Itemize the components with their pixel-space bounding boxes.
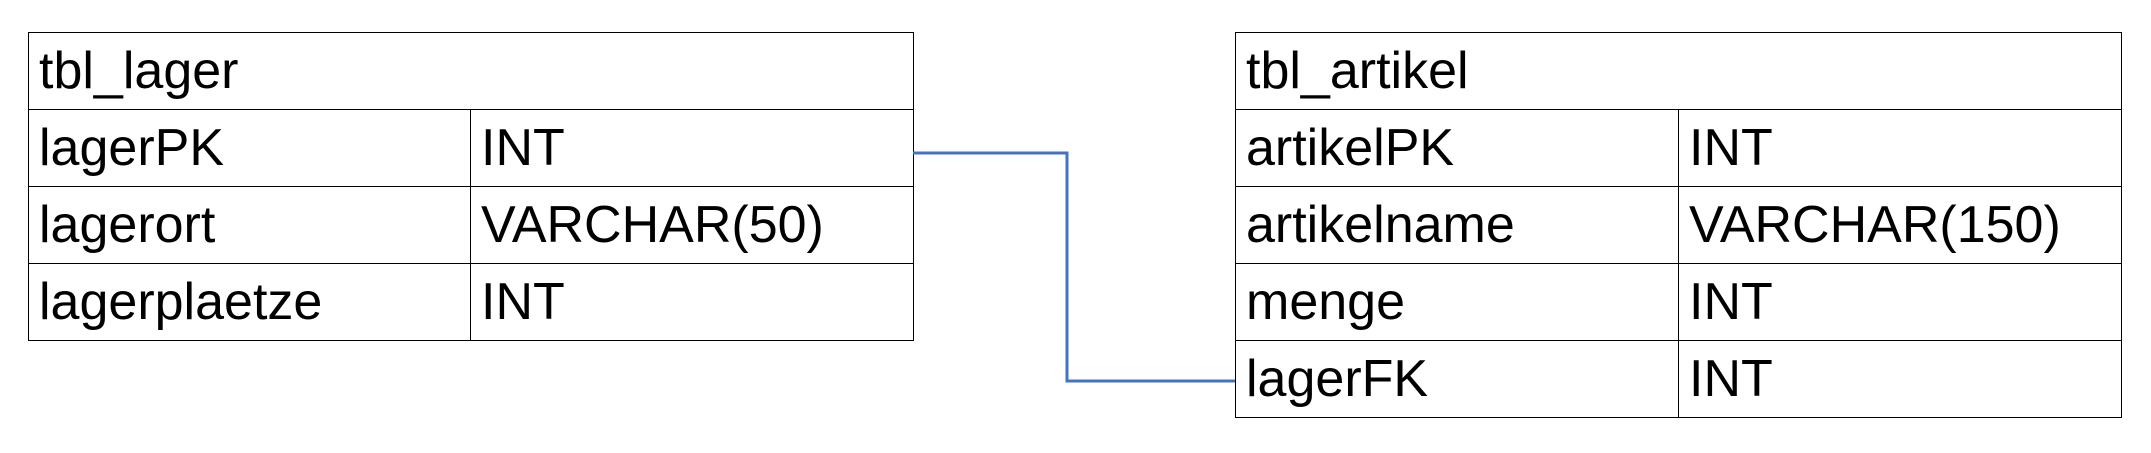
field-type: INT — [1678, 340, 2122, 418]
field-name: artikelPK — [1235, 109, 1679, 187]
field-type: INT — [1678, 109, 2122, 187]
entity-tbl-lager: tbl_lager lagerPK INT lagerort VARCHAR(5… — [28, 32, 914, 341]
field-type: INT — [1678, 263, 2122, 341]
entity-header-row: tbl_lager — [28, 32, 914, 110]
field-row-lagerplaetze: lagerplaetze INT — [28, 263, 914, 341]
field-name: lagerort — [28, 186, 471, 264]
field-type: VARCHAR(50) — [470, 186, 914, 264]
field-type: INT — [470, 109, 914, 187]
field-row-menge: menge INT — [1235, 263, 2122, 341]
field-row-artikelname: artikelname VARCHAR(150) — [1235, 186, 2122, 264]
entity-title: tbl_artikel — [1235, 32, 2122, 110]
field-row-lagerfk: lagerFK INT — [1235, 340, 2122, 418]
field-type: INT — [470, 263, 914, 341]
entity-title: tbl_lager — [28, 32, 914, 110]
entity-header-row: tbl_artikel — [1235, 32, 2122, 110]
field-name: lagerplaetze — [28, 263, 471, 341]
field-name: lagerFK — [1235, 340, 1679, 418]
field-name: lagerPK — [28, 109, 471, 187]
field-row-lagerpk: lagerPK INT — [28, 109, 914, 187]
field-name: menge — [1235, 263, 1679, 341]
field-row-artikelpk: artikelPK INT — [1235, 109, 2122, 187]
field-row-lagerort: lagerort VARCHAR(50) — [28, 186, 914, 264]
field-type: VARCHAR(150) — [1678, 186, 2122, 264]
entity-tbl-artikel: tbl_artikel artikelPK INT artikelname VA… — [1235, 32, 2122, 418]
field-name: artikelname — [1235, 186, 1679, 264]
relationship-line-lagerpk-to-lagerfk — [913, 151, 1235, 383]
